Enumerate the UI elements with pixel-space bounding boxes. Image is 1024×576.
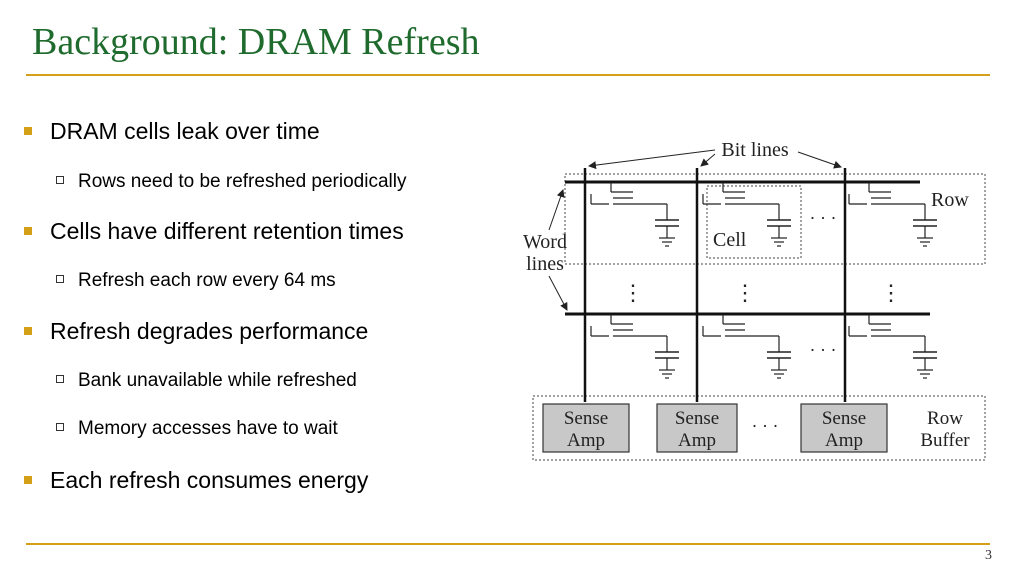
- sense-amp-label-line1: Sense: [564, 408, 608, 429]
- bullet-square-icon: [24, 226, 32, 235]
- sub-bullet-text: Rows need to be refreshed periodically: [78, 171, 407, 192]
- bit-line-arrow: [700, 153, 716, 167]
- ellipsis-horizontal: · · ·: [810, 208, 837, 228]
- sense-amp-box: [542, 403, 630, 453]
- cell-outline: [706, 185, 802, 259]
- bit-lines-label: Bit lines: [721, 139, 788, 161]
- bullet-text: Refresh degrades performance: [50, 318, 369, 344]
- sense-amp-box: [800, 403, 888, 453]
- sense-amp-label-line1: Sense: [822, 408, 866, 429]
- ellipsis-horizontal: · · ·: [810, 340, 837, 360]
- cell-label: Cell: [713, 229, 747, 251]
- word-line-arrow: [548, 189, 565, 231]
- dram-cell: [590, 181, 680, 247]
- word-lines-label-line2: lines: [526, 253, 564, 275]
- bullet-item: Refresh degrades performance: [24, 318, 368, 345]
- sense-amp-label-line1: Sense: [675, 408, 719, 429]
- row-outline: [564, 173, 986, 265]
- sub-bullet-square-icon: [56, 374, 64, 383]
- ellipsis-horizontal: · · ·: [752, 416, 779, 436]
- title-divider: [26, 74, 990, 76]
- ellipsis-vertical: ⋮: [880, 280, 902, 305]
- bullet-item: DRAM cells leak over time: [24, 118, 320, 145]
- bullet-text: Each refresh consumes energy: [50, 467, 369, 493]
- sub-bullet-text: Memory accesses have to wait: [78, 418, 338, 439]
- sub-bullet-square-icon: [56, 422, 64, 431]
- sub-bullet-square-icon: [56, 175, 64, 184]
- dram-cell: [848, 181, 938, 247]
- sense-amp-box: [656, 403, 738, 453]
- footer-divider: [26, 543, 990, 545]
- sub-bullet-text: Refresh each row every 64 ms: [78, 270, 336, 291]
- dram-cell: [590, 313, 680, 379]
- sub-bullet-square-icon: [56, 274, 64, 283]
- sense-amp-label-line2: Amp: [678, 430, 716, 451]
- dram-array-diagram: Bit lines Word lines Row Cell · · · · · …: [523, 139, 986, 461]
- bullet-text: Cells have different retention times: [50, 218, 404, 244]
- bullet-text: DRAM cells leak over time: [50, 118, 320, 144]
- sub-bullet-item: Memory accesses have to wait: [56, 418, 338, 440]
- page-number: 3: [985, 548, 992, 563]
- bullet-item: Cells have different retention times: [24, 218, 404, 245]
- bullet-square-icon: [24, 326, 32, 335]
- sense-amp-label-line2: Amp: [567, 430, 605, 451]
- sub-bullet-item: Bank unavailable while refreshed: [56, 370, 357, 392]
- sub-bullet-item: Rows need to be refreshed periodically: [56, 171, 406, 193]
- bullet-item: Each refresh consumes energy: [24, 467, 368, 494]
- ellipsis-vertical: ⋮: [622, 280, 644, 305]
- row-buffer-outline: [532, 395, 986, 461]
- bit-line-arrow: [588, 149, 716, 170]
- sub-bullet-text: Bank unavailable while refreshed: [78, 370, 357, 391]
- row-label: Row: [931, 189, 969, 211]
- word-line-arrow: [548, 275, 568, 311]
- dram-cell: [848, 313, 938, 379]
- slide-title: Background: DRAM Refresh: [32, 21, 480, 63]
- sub-bullet-item: Refresh each row every 64 ms: [56, 270, 336, 292]
- word-lines-label-line1: Word: [523, 231, 567, 253]
- bullet-square-icon: [24, 126, 32, 135]
- row-buffer-label-line1: Row: [927, 408, 963, 429]
- dram-cell: [702, 313, 792, 379]
- row-buffer-label-line2: Buffer: [920, 430, 970, 451]
- bullet-square-icon: [24, 475, 32, 484]
- ellipsis-vertical: ⋮: [734, 280, 756, 305]
- bit-line-arrow: [797, 151, 842, 169]
- sense-amp-label-line2: Amp: [825, 430, 863, 451]
